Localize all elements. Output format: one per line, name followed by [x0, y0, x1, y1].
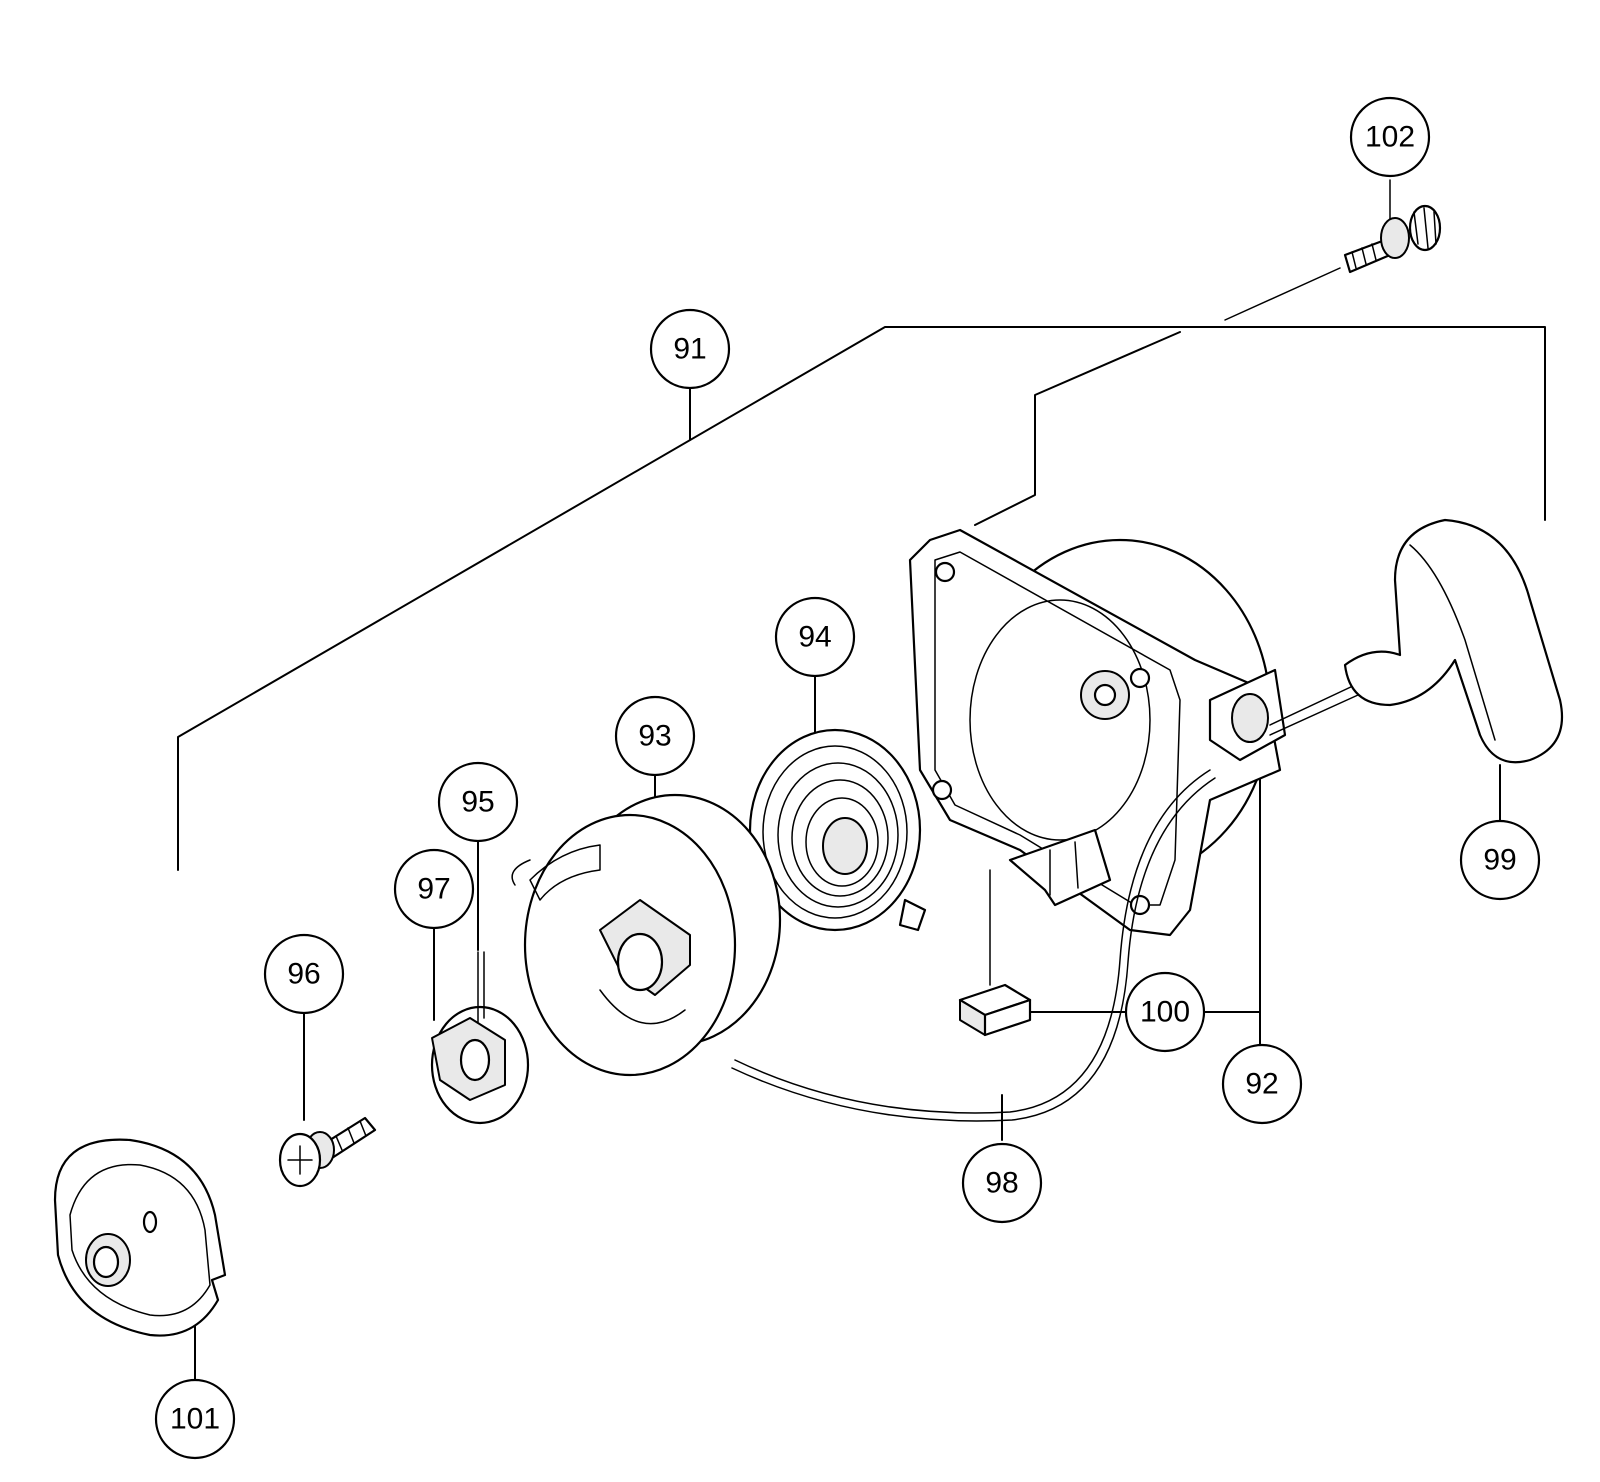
callout-91: 91: [649, 308, 731, 390]
callout-98: 98: [961, 1142, 1043, 1224]
callout-96-label: 96: [287, 958, 320, 991]
callout-93-label: 93: [638, 720, 671, 753]
callout-101: 101: [154, 1378, 236, 1460]
part-100-guide-block: [958, 983, 1032, 1037]
callout-96: 96: [263, 933, 345, 1015]
callout-98-label: 98: [985, 1167, 1018, 1200]
callout-100-label: 100: [1140, 996, 1190, 1029]
part-98-starter-rope: [731, 769, 1216, 1122]
part-96-screw: [278, 1116, 377, 1188]
part-93-rope-pulley: [511, 793, 782, 1077]
part-94-recoil-spring: [748, 728, 927, 932]
callout-94-label: 94: [798, 621, 831, 654]
part-99-t-handle: [1269, 518, 1564, 764]
callout-94: 94: [774, 596, 856, 678]
callout-95: 95: [437, 761, 519, 843]
callout-97: 97: [393, 848, 475, 930]
part-101-drive-cap: [53, 1138, 227, 1337]
callout-99-label: 99: [1483, 844, 1516, 877]
callout-92: 92: [1221, 1043, 1303, 1125]
part-92-starter-housing: [908, 528, 1287, 937]
callout-99: 99: [1459, 819, 1541, 901]
callout-100: 100: [1124, 971, 1206, 1053]
callout-102: 102: [1349, 96, 1431, 178]
callout-101-label: 101: [170, 1403, 220, 1436]
callout-92-label: 92: [1245, 1068, 1278, 1101]
callout-97-label: 97: [417, 873, 450, 906]
callout-95-label: 95: [461, 786, 494, 819]
callout-102-label: 102: [1365, 121, 1415, 154]
part-97-ratchet: [430, 951, 530, 1125]
callout-91-label: 91: [673, 333, 706, 366]
callout-93: 93: [614, 695, 696, 777]
part-102-screw: [1343, 204, 1442, 274]
